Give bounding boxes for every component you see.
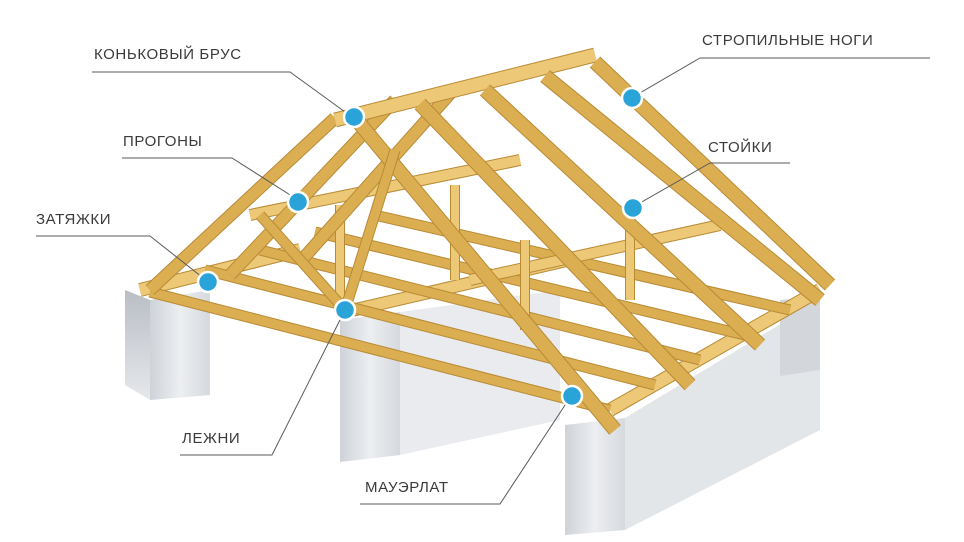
wall-left-front [150,290,210,400]
leader-posts [632,162,790,208]
markers [196,86,645,408]
rafter-right-4 [540,70,825,306]
marker-rafters [620,86,644,110]
brace-left-2 [340,148,400,312]
rafter-right-1 [350,113,620,435]
wall-right-front [565,418,625,535]
tie-beam-1 [148,287,612,415]
wall-left-side [125,290,150,400]
label-rafters: СТРОПИЛЬНЫЕ НОГИ [702,32,874,49]
label-wall-plate: МАУЭРЛАТ [365,479,449,496]
marker-sill-beams [333,298,357,322]
rafter-right-2 [415,99,695,390]
leader-tie-beams [36,235,208,282]
rafter-left-1 [146,113,339,295]
marker-purlins [286,190,310,214]
label-sill-beams: ЛЕЖНИ [182,430,241,447]
leader-lines [36,57,930,505]
leader-ridge-beam [92,71,353,118]
wall-right-back [780,296,820,376]
leader-purlins [122,157,299,201]
label-ridge-beam: КОНЬКОВЫЙ БРУС [94,46,242,63]
tie-beam-3 [258,245,702,365]
wall-middle-front [340,312,400,462]
label-posts: СТОЙКИ [708,139,773,156]
tie-beam-2 [203,265,657,390]
marker-tie-beams [196,270,220,294]
leader-wall-plate [360,395,572,505]
rafter-right-3 [480,85,765,350]
label-purlins: ПРОГОНЫ [123,133,203,150]
wall-right-long [625,300,820,530]
label-tie-beams: ЗАТЯЖКИ [36,211,112,228]
purlin-right [468,220,722,285]
leader-rafters [632,57,930,98]
timber-frame [138,47,836,435]
marker-posts [621,196,645,220]
marker-ridge-beam [342,105,366,129]
ridge-beam [333,48,597,127]
leader-sill-beams [180,309,346,456]
brace-left-1 [256,211,349,314]
marker-wall-plate [560,384,584,408]
